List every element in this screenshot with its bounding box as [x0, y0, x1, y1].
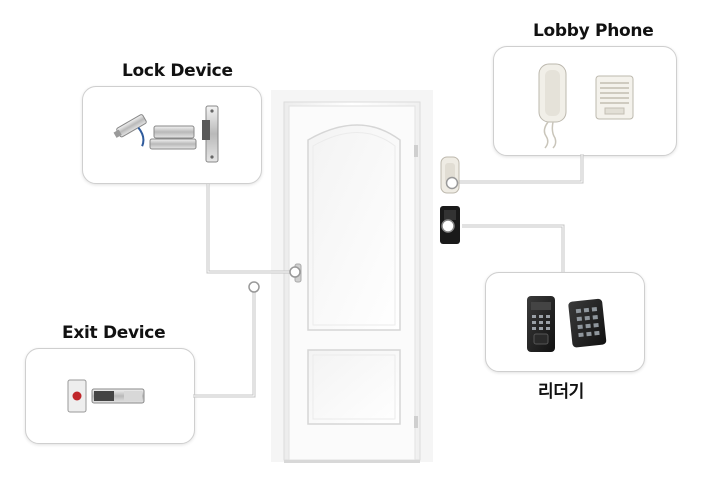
lobby-phone-images — [539, 64, 633, 148]
exit-device-images — [68, 380, 144, 412]
exit-device-title: Exit Device — [62, 323, 165, 343]
lobby-phone-title: Lobby Phone — [533, 21, 653, 41]
exit-node — [249, 282, 259, 292]
reader-title: 리더기 — [538, 377, 584, 402]
lock-device-images — [113, 106, 218, 162]
reader-images — [527, 296, 607, 352]
door-lock-node — [290, 267, 300, 277]
lock-device-title: Lock Device — [122, 61, 233, 81]
wall-intercom-icon — [441, 157, 459, 193]
door-reader-icon — [440, 206, 460, 244]
